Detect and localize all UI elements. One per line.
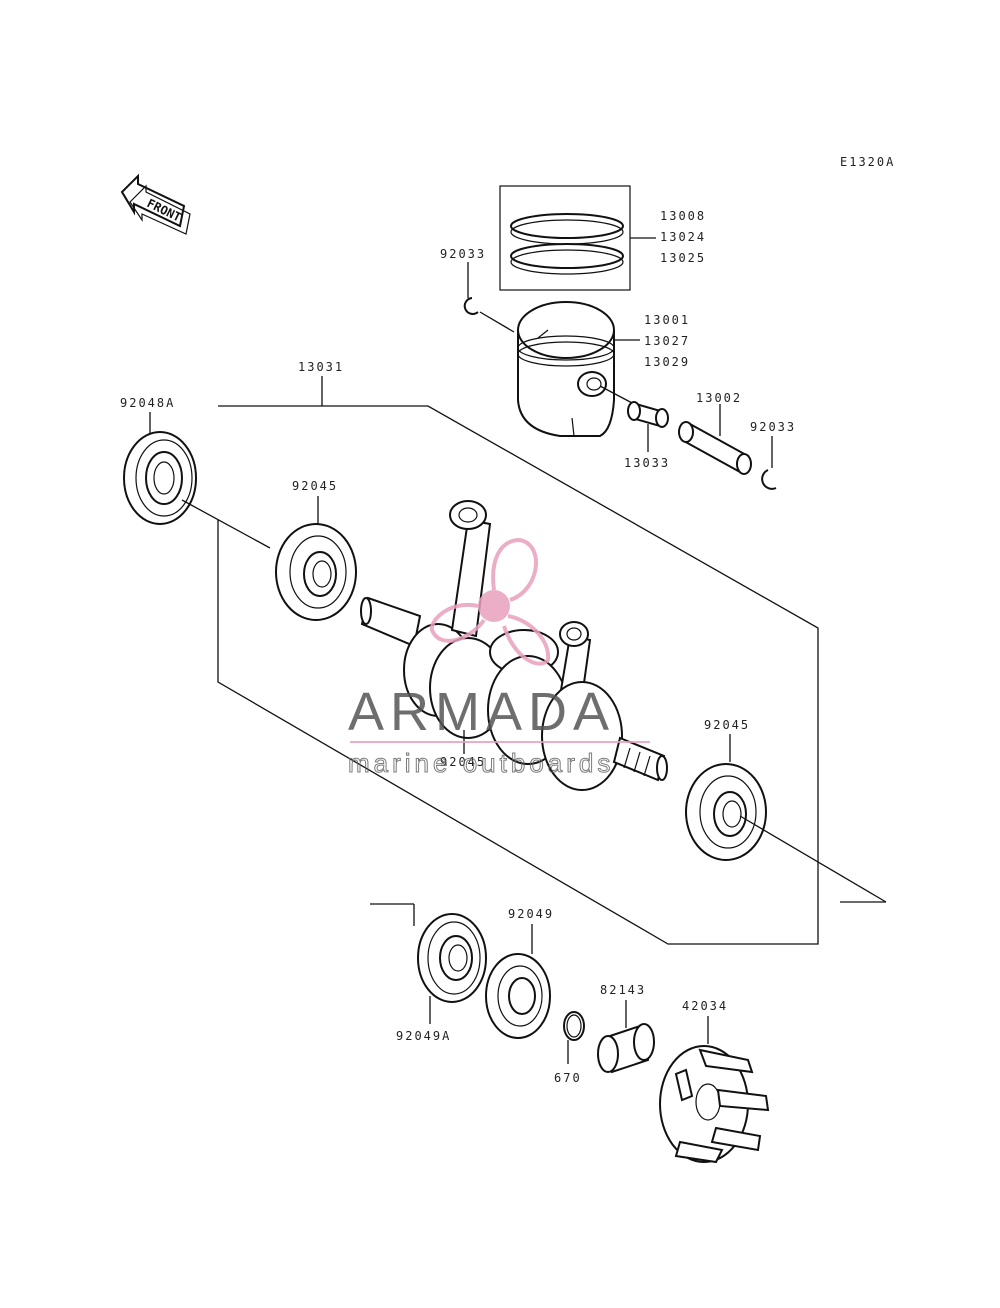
label-42034: 42034 bbox=[682, 999, 728, 1013]
label-13002: 13002 bbox=[696, 391, 742, 405]
bearing-right bbox=[685, 763, 767, 861]
collar bbox=[597, 1023, 655, 1074]
label-13031: 13031 bbox=[298, 360, 344, 374]
label-13033: 13033 bbox=[624, 456, 670, 470]
label-13029: 13029 bbox=[644, 355, 690, 369]
watermark: ARMADA marine outboards bbox=[348, 537, 650, 779]
label-13024: 13024 bbox=[660, 230, 706, 244]
oil-seal bbox=[123, 431, 197, 525]
needle-bearing bbox=[627, 401, 669, 428]
label-92033-top: 92033 bbox=[440, 247, 486, 261]
watermark-subtitle: marine outboards bbox=[348, 748, 614, 778]
impeller bbox=[659, 1045, 770, 1164]
label-670: 670 bbox=[554, 1071, 582, 1085]
watermark-title: ARMADA bbox=[348, 682, 615, 742]
piston-pin bbox=[678, 421, 752, 475]
label-13001: 13001 bbox=[644, 313, 690, 327]
diagram-code: E1320A bbox=[840, 155, 895, 169]
seal-92049 bbox=[485, 953, 551, 1039]
label-82143: 82143 bbox=[600, 983, 646, 997]
front-arrow-icon: FRONT bbox=[120, 173, 191, 235]
label-92045-left: 92045 bbox=[292, 479, 338, 493]
label-13027: 13027 bbox=[644, 334, 690, 348]
label-92049A: 92049A bbox=[396, 1029, 451, 1043]
circlip-top bbox=[463, 297, 479, 315]
label-92033-right: 92033 bbox=[750, 420, 796, 434]
propeller-logo-icon bbox=[429, 537, 551, 666]
crankshaft bbox=[360, 500, 668, 791]
label-92048A: 92048A bbox=[120, 396, 175, 410]
label-13008: 13008 bbox=[660, 209, 706, 223]
seal-92049A bbox=[417, 913, 487, 1003]
label-92049: 92049 bbox=[508, 907, 554, 921]
label-92045-center: 92045 bbox=[440, 755, 486, 769]
piston-ring-set bbox=[499, 185, 656, 291]
crankshaft-bracket bbox=[217, 405, 819, 945]
bearing-left bbox=[275, 523, 357, 621]
label-13025: 13025 bbox=[660, 251, 706, 265]
label-92045-right: 92045 bbox=[704, 718, 750, 732]
circlip-right bbox=[761, 469, 777, 490]
piston bbox=[517, 301, 615, 437]
